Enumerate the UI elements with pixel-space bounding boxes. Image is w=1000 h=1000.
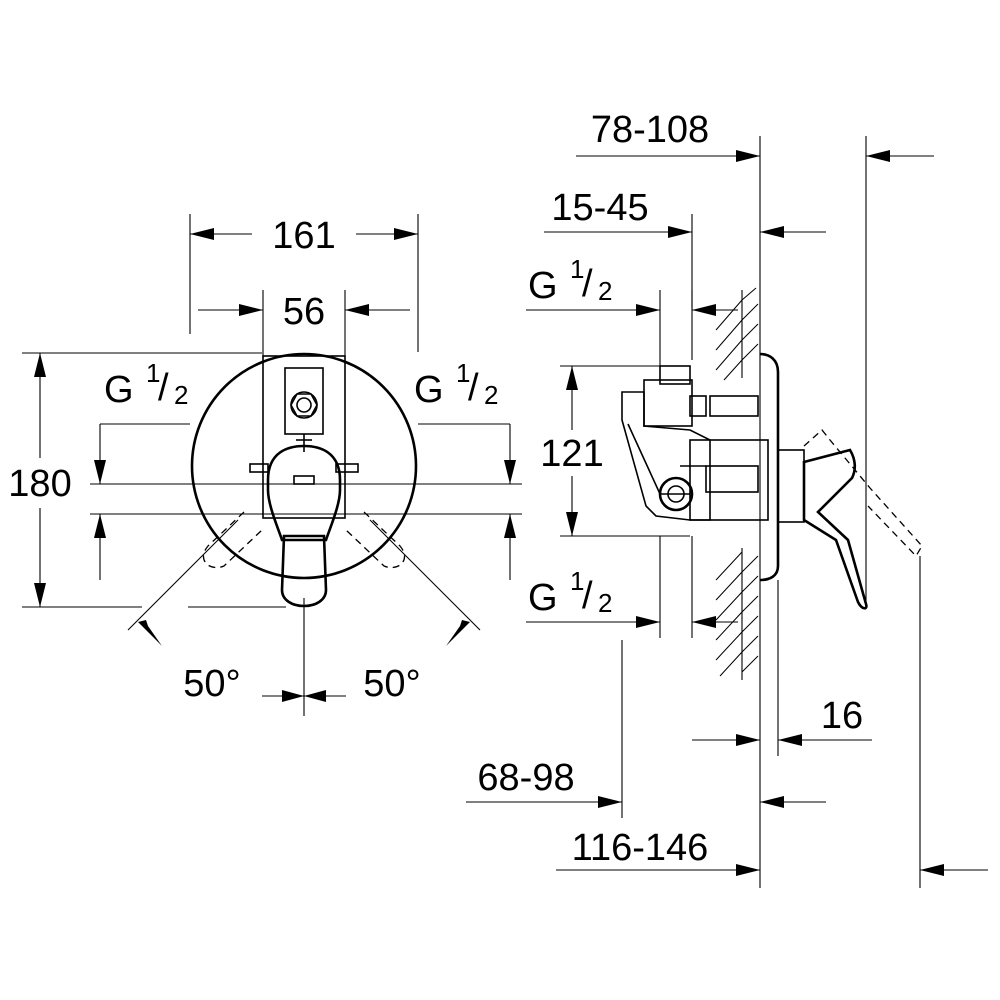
cover-plate bbox=[190, 352, 418, 580]
valve-body bbox=[262, 355, 346, 519]
front-view: 161 56 180 G 1 / 2 G 1 bbox=[8, 214, 522, 716]
dim-78-108: 78-108 bbox=[591, 109, 709, 151]
svg-text:/: / bbox=[158, 367, 169, 409]
dim-161: 161 bbox=[272, 215, 335, 257]
handle-lever bbox=[280, 534, 328, 608]
svg-text:G: G bbox=[414, 369, 444, 411]
angle-left: 50° bbox=[183, 663, 240, 705]
dim-116-146: 116-146 bbox=[572, 827, 709, 869]
svg-text:1: 1 bbox=[146, 358, 160, 388]
svg-text:1: 1 bbox=[570, 566, 584, 596]
inlet-left-label: G 1 / 2 bbox=[104, 358, 188, 411]
inlet-top-label: G 1 / 2 bbox=[528, 254, 612, 307]
wall-hatch bbox=[715, 287, 759, 680]
svg-text:G: G bbox=[528, 577, 558, 619]
svg-text:G: G bbox=[528, 265, 558, 307]
dim-121: 121 bbox=[540, 433, 603, 475]
nut bbox=[290, 391, 318, 419]
svg-text:/: / bbox=[582, 575, 593, 617]
cover-plate-profile bbox=[759, 352, 780, 582]
svg-text:2: 2 bbox=[598, 276, 612, 306]
svg-text:2: 2 bbox=[484, 380, 498, 410]
dim-180: 180 bbox=[8, 463, 71, 505]
svg-text:1: 1 bbox=[456, 358, 470, 388]
svg-text:/: / bbox=[582, 263, 593, 305]
dim-15-45: 15-45 bbox=[551, 187, 648, 229]
dim-56: 56 bbox=[283, 291, 325, 333]
inlet-bottom-label: G 1 / 2 bbox=[528, 566, 612, 619]
valve-body-side bbox=[621, 365, 805, 523]
svg-text:/: / bbox=[468, 367, 479, 409]
logo-mark bbox=[293, 475, 315, 485]
svg-text:G: G bbox=[104, 369, 134, 411]
inlet-right-label: G 1 / 2 bbox=[414, 358, 498, 411]
svg-text:2: 2 bbox=[598, 588, 612, 618]
side-view: 78-108 15-45 G 1 / 2 121 G 1 bbox=[466, 109, 988, 888]
valve-top-block bbox=[284, 367, 324, 435]
svg-text:1: 1 bbox=[570, 254, 584, 284]
angle-right: 50° bbox=[363, 663, 420, 705]
svg-text:2: 2 bbox=[174, 380, 188, 410]
handle-side bbox=[802, 448, 868, 610]
dim-68-98: 68-98 bbox=[477, 757, 574, 799]
handle-head bbox=[266, 444, 342, 542]
dim-16: 16 bbox=[821, 695, 863, 737]
